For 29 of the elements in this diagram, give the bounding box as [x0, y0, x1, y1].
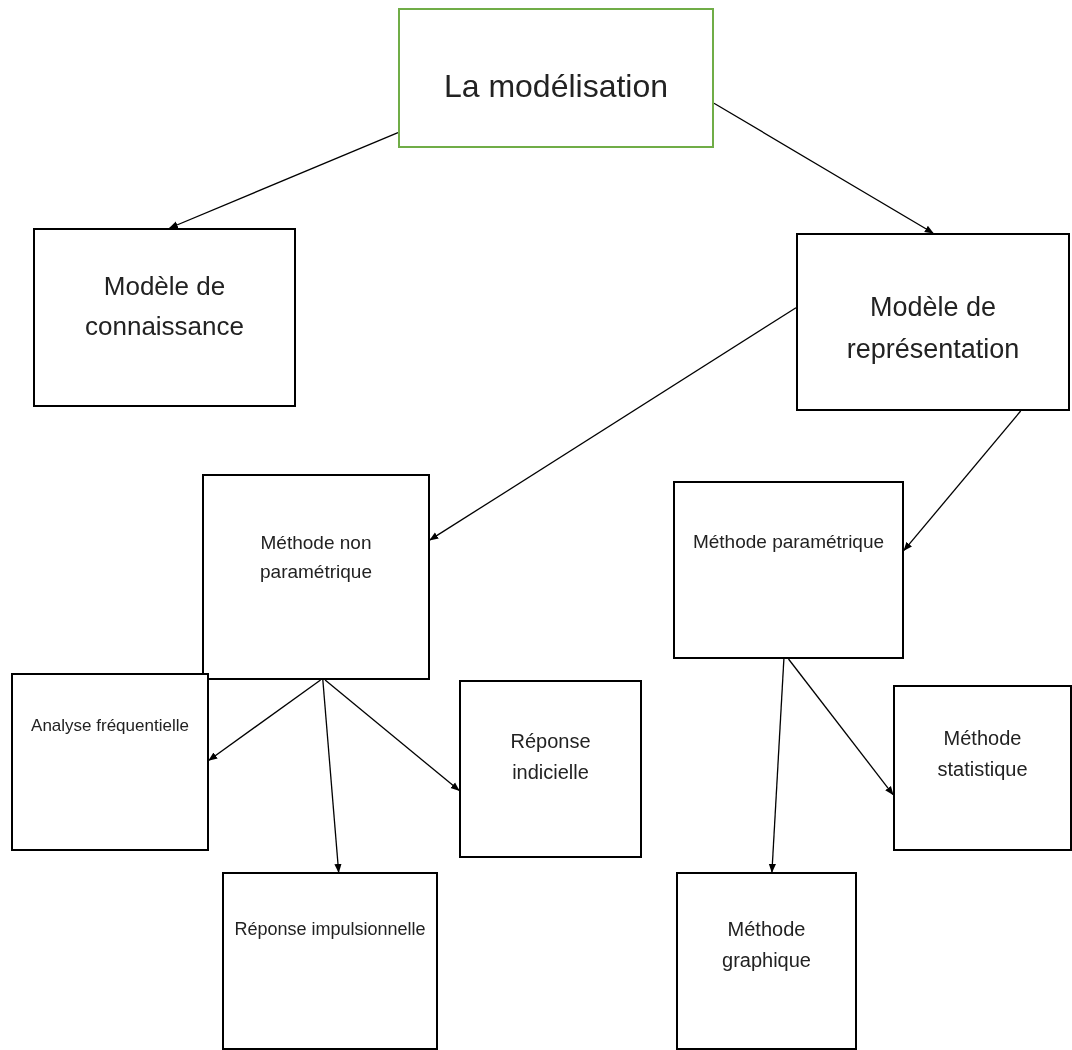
box-label: Méthode statistique [936, 726, 1029, 782]
box-label: Réponse impulsionnelle [234, 918, 426, 941]
process-box [202, 474, 430, 680]
arrow [429, 307, 797, 541]
arrow [903, 410, 1022, 552]
arrow [208, 679, 322, 761]
box-label: Réponse indicielle [509, 729, 592, 785]
process-box [673, 481, 904, 659]
box-label: Méthode non paramétrique [259, 531, 373, 585]
arrow [324, 679, 460, 791]
box-label: Analyse fréquentielle [31, 715, 189, 737]
arrow [768, 658, 785, 873]
box-label: Modèle de connaissance [84, 270, 245, 344]
box-label: Méthode paramétrique [692, 530, 885, 554]
process-box [33, 228, 296, 407]
process-box [893, 685, 1072, 851]
process-box [459, 680, 642, 858]
arrow [322, 679, 342, 873]
box-label: La modélisation [443, 67, 669, 106]
arrow [787, 658, 894, 796]
box-label: Méthode graphique [721, 917, 812, 973]
process-box [398, 8, 714, 148]
process-box [796, 233, 1070, 411]
process-box [11, 673, 209, 851]
process-box [222, 872, 438, 1050]
process-box [676, 872, 857, 1050]
arrow [168, 131, 399, 229]
arrow [713, 102, 934, 234]
box-label: Modèle de représentation [845, 291, 1021, 366]
